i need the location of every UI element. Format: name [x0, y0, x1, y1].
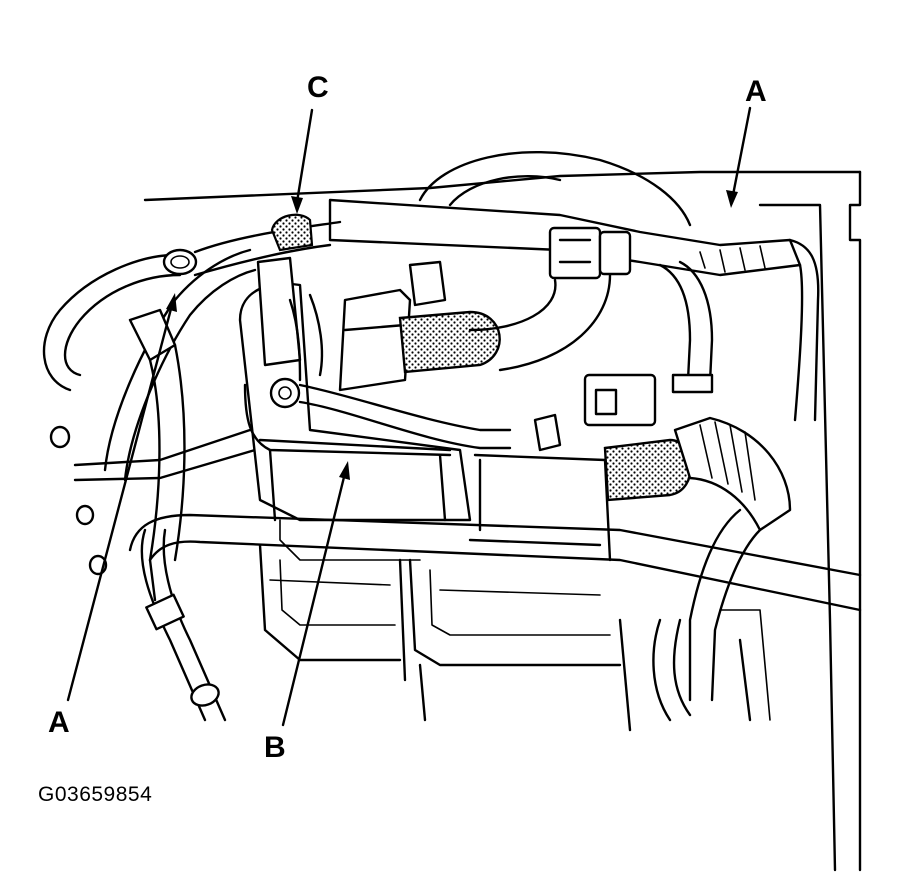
- long-horizontal-pipe: [128, 513, 862, 612]
- center-vertical-tube: [256, 256, 324, 382]
- callout-a-top: A: [745, 75, 767, 108]
- lower-center-connector: [533, 373, 657, 452]
- stippled-boot-upper: [398, 310, 501, 374]
- right-lower-pipes: [652, 508, 771, 722]
- right-center-hose: [658, 260, 714, 394]
- body-frame-lines: [143, 170, 862, 872]
- callout-b-bottom: B: [264, 731, 286, 764]
- central-solenoid-box: [338, 260, 447, 392]
- left-hose-loop: [42, 220, 342, 392]
- left-vertical-pipes: [49, 248, 257, 602]
- stippled-connector-c: [270, 213, 314, 252]
- lower-oil-pan: [258, 543, 622, 722]
- leader-lines: [66, 106, 752, 727]
- top-right-connector: [468, 226, 632, 372]
- top-dome-outline: [418, 150, 692, 227]
- right-block: [468, 453, 612, 562]
- vacuum-grommet: [269, 377, 512, 450]
- lower-left-pipe: [140, 528, 227, 722]
- callout-c-top: C: [307, 71, 329, 104]
- figure-id-label: G03659854: [38, 783, 153, 806]
- stippled-boot-lower: [603, 416, 792, 532]
- callout-a-bottom: A: [48, 706, 70, 739]
